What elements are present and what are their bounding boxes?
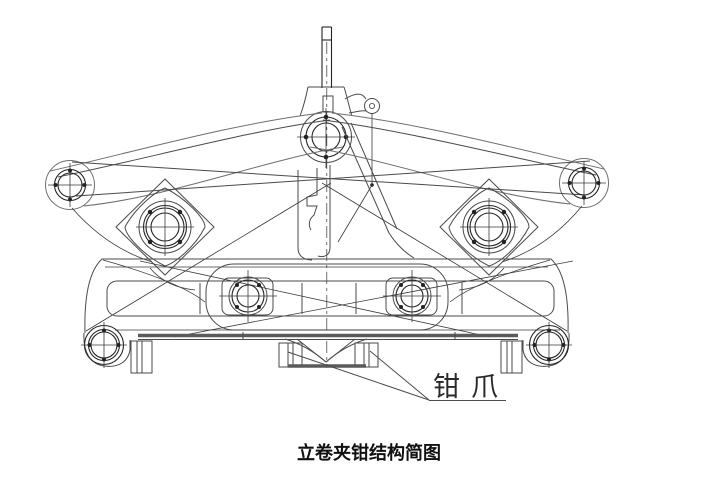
- bottom-left-pivot: [81, 322, 153, 374]
- left-inner-bearing: [115, 178, 215, 276]
- drawing-caption: 立卷夹钳结构简图: [297, 442, 441, 464]
- center-pendant-hook: [85, 165, 568, 332]
- left-arm: [45, 112, 344, 210]
- center-pin-flange: [297, 108, 355, 168]
- bottom-right-pivot: [500, 322, 572, 374]
- clamp-jaw-blocks: [278, 338, 379, 368]
- right-wheel-hub: [383, 270, 441, 322]
- right-inner-bearing: [439, 178, 539, 276]
- lifting-rod: [321, 26, 333, 88]
- clevis-housing: [299, 86, 353, 117]
- jaw-leader-lines: [287, 350, 506, 401]
- left-outer-pivot: [48, 163, 92, 207]
- jaw-label: 钳爪: [433, 372, 509, 403]
- bottom-rail: [115, 329, 560, 340]
- left-wheel-hub: [219, 270, 277, 322]
- right-arm: [71, 112, 609, 208]
- main-body-frame: [71, 205, 583, 338]
- right-outer-pivot: [562, 161, 606, 205]
